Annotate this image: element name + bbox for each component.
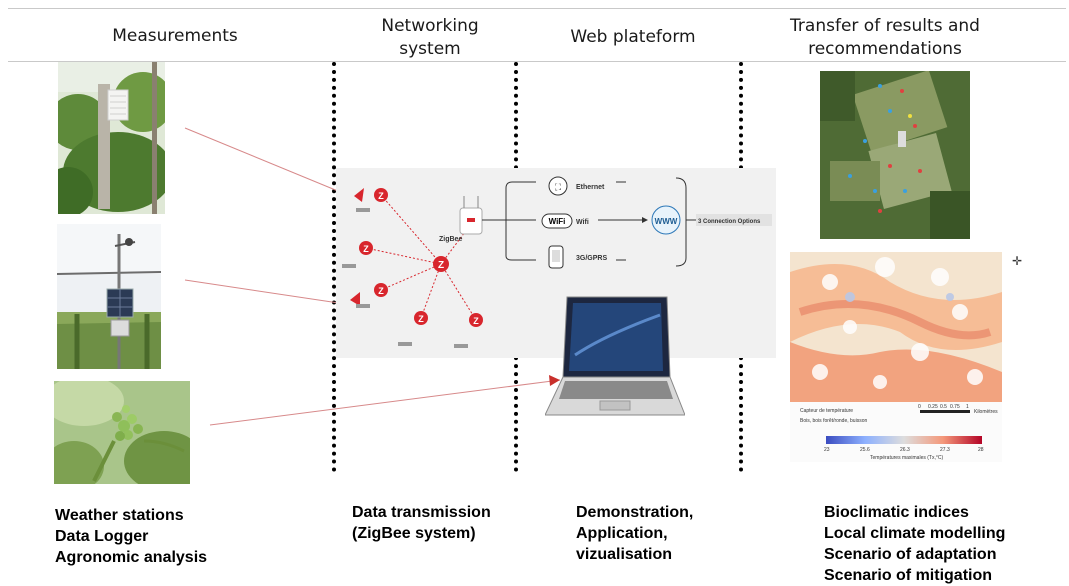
option-wifi: Wifi [576,219,589,226]
web-item-1: Demonstration, [576,504,694,521]
legend-forest-label: Bois, bois forêt/ronde, buisson [800,418,867,424]
colorbar-label: Températures maximales (Tx,°C) [870,455,943,461]
column-title-transfer: Transfer of results and recommendations [760,15,1010,61]
zigbee-node-icons: Z Z Z Z Z Z [342,188,483,348]
column-title-transfer-line1: Transfer of results and [790,16,980,36]
wifi-badge-text: WiFi [549,217,566,226]
svg-text:Z: Z [378,286,384,296]
column-title-networking: Networking system [345,15,515,61]
networking-item-2: (ZigBee system) [352,525,476,542]
svg-text:Z: Z [438,260,444,271]
colorbar-tick-4: 28 [978,447,984,453]
north-arrow-icon: ✛ [1011,254,1023,268]
measurements-item-2: Data Logger [55,528,149,545]
header-bar [8,8,1066,62]
column-title-networking-line2: system [399,39,461,59]
measurements-item-1: Weather stations [55,507,184,524]
transfer-item-3: Scenario of adaptation [824,546,997,563]
transfer-item-1: Bioclimatic indices [824,504,969,521]
www-label: WWW [655,217,678,226]
colorbar-tick-2: 26.3 [900,447,910,453]
connection-options-label: 3 Connection Options [698,219,761,225]
temperature-colorbar [826,436,982,444]
web-description: Demonstration, Application, vizualisatio… [576,502,693,565]
zigbee-label: ZigBee [439,236,462,243]
scale-tick-0: 0 [918,404,921,410]
colorbar-tick-3: 27.3 [940,447,950,453]
column-title-networking-line1: Networking [381,16,479,36]
scale-tick-2: 0.5 [940,404,947,410]
ethernet-icon [548,176,568,196]
colorbar-tick-0: 23 [824,447,830,453]
scale-tick-4: 1 [966,404,969,410]
option-ethernet: Ethernet [576,184,605,191]
grape-flower-photo [54,381,190,484]
option-3g: 3G/GPRS [576,255,607,262]
column-title-measurements: Measurements [112,26,238,46]
transfer-item-2: Local climate modelling [824,525,1006,542]
svg-text:⛶: ⛶ [554,182,562,192]
zigbee-gateway-icon [459,196,483,235]
legend-sensor-label: Capteur de température [800,408,853,414]
column-title-transfer-line2: recommendations [808,39,962,59]
transfer-item-4: Scenario of mitigation [824,567,993,584]
scale-unit: Kilomètres [974,409,998,415]
scale-tick-1: 0.25 [928,404,938,410]
globe-icon [651,205,681,235]
colorbar-tick-1: 25.6 [860,447,870,453]
vineyard-sensor-photo [58,62,165,214]
web-item-2: Application, [576,525,668,542]
networking-description: Data transmission (ZigBee system) [352,502,491,544]
web-item-3: vizualisation [576,546,673,563]
measurements-item-3: Agronomic analysis [55,549,208,566]
scale-tick-3: 0.75 [950,404,960,410]
laptop-icon [544,295,686,420]
svg-text:Z: Z [473,316,479,326]
temperature-map: Capteur de température Bois, bois forêt/… [790,252,1002,462]
svg-text:Z: Z [363,244,369,254]
weather-station-photo [57,224,161,369]
zigbee-network-svg: Z Z Z Z Z Z ZigBee [342,176,772,348]
measurements-description: Weather stations Data Logger Agronomic a… [55,505,207,568]
divider-1 [332,62,336,472]
wifi-icon [541,213,573,229]
network-diagram-panel: Z Z Z Z Z Z ZigBee [336,168,776,358]
svg-text:Z: Z [378,191,384,201]
svg-text:Z: Z [418,314,424,324]
aerial-vineyard-map [820,71,970,239]
transfer-description: Bioclimatic indices Local climate modell… [824,502,1005,586]
column-title-web: Web plateform [570,27,696,47]
networking-item-1: Data transmission [352,504,491,521]
